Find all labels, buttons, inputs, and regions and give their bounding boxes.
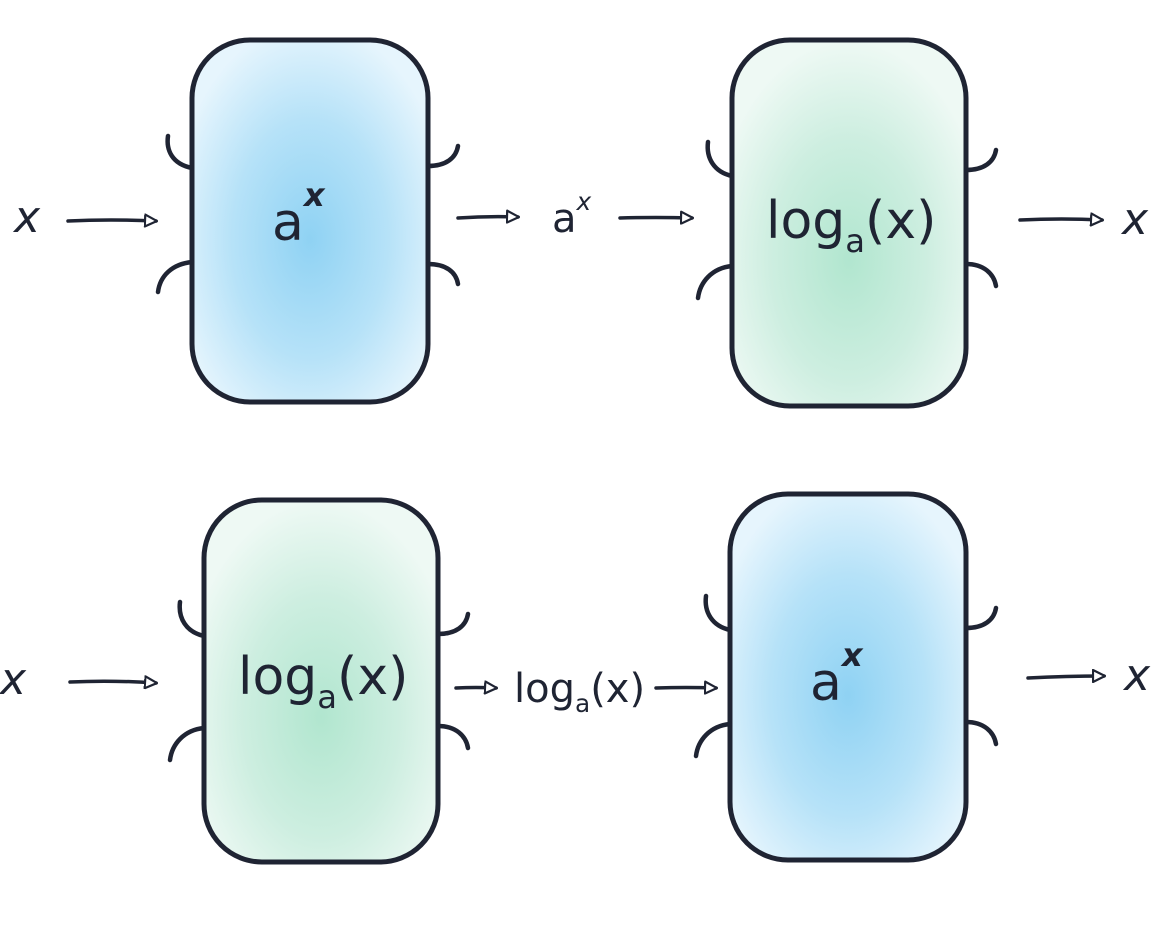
row-1-box-2-handle-right-bottom	[963, 261, 999, 289]
row-2-middle-label: loga(x)	[514, 666, 645, 718]
row-1-box-2-handle-right-top	[963, 147, 999, 173]
row-1-box-1-handle-left-bottom	[155, 259, 195, 295]
row-2-arrow-middle-to-box2	[654, 688, 716, 689]
row-1-box-1-handle-right-bottom	[425, 261, 461, 287]
row-2-middle-arg: (x)	[590, 666, 645, 712]
row-1-box-1-exponent: x	[302, 176, 326, 214]
row-1-box-2-handle-left-bottom	[695, 263, 735, 301]
row-1-box-2-handle-left-top	[705, 139, 735, 179]
row-1-output-arrow	[1018, 219, 1102, 220]
row-1-box-1-handle-left-top	[165, 133, 195, 171]
row-1-input-label: x	[12, 192, 41, 243]
row-2-box-2-label: ax	[810, 636, 864, 713]
row-2-box-2-handle-right-bottom	[963, 719, 999, 747]
row-2-box-1-handle-right-top	[435, 611, 471, 637]
row-1-input-arrow	[66, 220, 156, 221]
row-1-box-2-label: loga(x)	[766, 191, 936, 260]
row-1-arrow-middle-to-box2	[618, 218, 692, 219]
row-1-box-2-body	[729, 37, 969, 409]
row-1-output-label: x	[1120, 194, 1149, 245]
row-2-box-2-handle-left-bottom	[693, 721, 733, 759]
row-1-middle-base: a	[552, 196, 577, 242]
row-2-box-1-sub: a	[317, 678, 337, 716]
row-2-box-1-handle-left-top	[177, 599, 207, 639]
row-2: x loga(x) loga(x) ax x	[0, 491, 1151, 865]
row-1-box-1-base: a	[272, 193, 304, 253]
row-2-input-arrow	[68, 681, 156, 683]
row-2-input-label: x	[0, 654, 27, 705]
row-1-box-1-body	[189, 37, 431, 405]
row-2-box-2-body	[727, 491, 969, 863]
row-2-box-1-fn: log	[238, 647, 317, 707]
row-2-box-2-base: a	[810, 653, 842, 713]
row-1-middle-label: ax	[552, 187, 592, 242]
row-1: x ax ax loga(x) x	[12, 37, 1149, 409]
row-2-box-1-log: loga(x)	[167, 497, 471, 865]
row-2-box-2-handle-right-top	[963, 605, 999, 631]
row-1-box-2-arg: (x)	[865, 191, 936, 251]
row-1-arrow-box1-to-middle	[456, 217, 518, 218]
row-2-box-2-exponent: x	[840, 636, 864, 674]
row-2-arrow-box1-to-middle	[454, 688, 496, 689]
row-2-middle-fn: log	[514, 666, 575, 712]
row-2-output-arrow	[1026, 676, 1104, 678]
row-2-box-1-handle-left-bottom	[167, 725, 207, 763]
row-2-middle-sub: a	[575, 689, 590, 718]
row-2-box-2-handle-left-top	[703, 593, 733, 633]
row-1-middle-exponent: x	[576, 187, 592, 216]
row-2-box-1-label: loga(x)	[238, 647, 408, 716]
row-1-box-1-handle-right-top	[425, 143, 461, 169]
row-1-box-2-sub: a	[845, 222, 865, 260]
row-2-box-1-arg: (x)	[337, 647, 408, 707]
row-2-box-1-body	[201, 497, 441, 865]
row-1-box-1-label: ax	[272, 176, 326, 253]
row-1-box-1-exp: ax	[155, 37, 461, 405]
row-1-box-2-fn: log	[766, 191, 845, 251]
row-2-box-2-exp: ax	[693, 491, 999, 863]
row-2-box-1-handle-right-bottom	[435, 723, 471, 751]
row-2-output-label: x	[1122, 650, 1151, 701]
row-1-box-2-log: loga(x)	[695, 37, 999, 409]
